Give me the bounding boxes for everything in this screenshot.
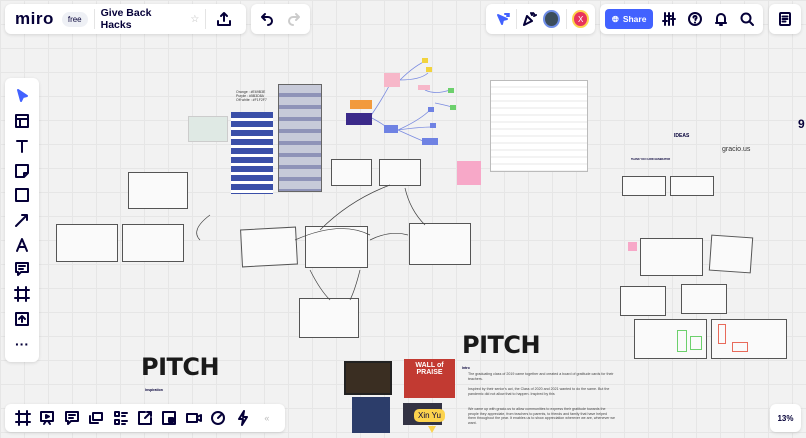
pitch-heading-left: PITCH	[141, 353, 220, 381]
sketch-flow-3[interactable]	[409, 223, 471, 265]
zoom-level[interactable]: 13%	[770, 404, 801, 432]
card-generator-title: THANK YOU CARD GENERATOR	[631, 158, 671, 161]
comments-list-icon[interactable]	[60, 406, 84, 430]
notes-panel-icon[interactable]	[773, 7, 797, 31]
sticky-note-pink-2[interactable]	[628, 242, 637, 251]
photo-board-1[interactable]	[344, 361, 392, 395]
timer-icon[interactable]	[206, 406, 230, 430]
upload-icon[interactable]	[10, 307, 34, 331]
research-table[interactable]	[490, 80, 588, 172]
photo-wall-of-praise[interactable]: WALL of PRAISE	[404, 359, 455, 398]
image-insert-icon[interactable]	[157, 406, 181, 430]
connector-line-icon[interactable]	[10, 208, 34, 232]
star-icon[interactable]: ☆	[190, 13, 200, 25]
brand-name: gracio.us	[722, 146, 751, 153]
inspiration-label: Inspiration	[145, 388, 163, 392]
sketch-red-shapes[interactable]	[711, 319, 787, 359]
search-icon[interactable]	[736, 7, 758, 31]
sketch-right-6[interactable]	[681, 284, 727, 314]
sketch-arrows	[196, 184, 426, 301]
intro-label: Intro	[462, 366, 470, 370]
video-call-icon[interactable]	[182, 406, 206, 430]
embed-icon[interactable]	[133, 406, 157, 430]
left-toolbar: ···	[5, 78, 39, 362]
sketch-flow-4[interactable]	[299, 298, 359, 338]
sketch-right-3[interactable]	[640, 238, 703, 276]
board-menu	[769, 4, 801, 34]
presentation-icon[interactable]	[35, 406, 59, 430]
sketch-right-2[interactable]	[670, 176, 714, 196]
zoom-level-text: 13%	[777, 413, 794, 423]
sketch-green-shapes[interactable]	[634, 319, 707, 359]
sketch-right-4[interactable]	[708, 234, 754, 274]
reactions-icon[interactable]	[518, 7, 540, 31]
globe-icon: 🌐︎	[612, 13, 619, 24]
palette-notes: Orange : #E69B3E Purple : #5B3D8A Off wh…	[236, 90, 267, 102]
collaborator-avatar[interactable]	[542, 10, 560, 28]
share-button[interactable]: 🌐︎Share	[605, 9, 654, 29]
intro-paragraph-1: The graduating class of 2019 came togeth…	[468, 372, 614, 381]
miro-logo[interactable]: miro	[15, 9, 54, 28]
share-label: Share	[622, 14, 647, 24]
pitch-heading-right: PITCH	[462, 331, 541, 359]
redo-icon[interactable]	[283, 7, 307, 31]
mockup-screens-blue[interactable]	[231, 112, 273, 194]
notifications-bell-icon[interactable]	[710, 7, 732, 31]
frames-icon[interactable]	[11, 406, 35, 430]
photo-board-2[interactable]	[352, 397, 390, 433]
mockup-screens-green[interactable]	[188, 116, 228, 142]
mindmap[interactable]	[340, 55, 470, 155]
bottom-toolbar: «	[5, 404, 285, 432]
text-tool-icon[interactable]	[10, 134, 34, 158]
select-cursor-icon[interactable]	[10, 84, 34, 108]
sketch-flow-2[interactable]	[305, 226, 368, 268]
palette-purple: Purple : #5B3D8A	[236, 94, 265, 98]
ideas-title: IDEAS	[674, 133, 690, 139]
sketch-right-5[interactable]	[620, 286, 666, 316]
more-tools-icon[interactable]: ···	[15, 335, 29, 352]
collaborator-cursor-label: Xin Yu	[414, 409, 445, 422]
collapse-toolbar-icon[interactable]: «	[264, 413, 270, 423]
intro-paragraph-3: We came up with gracio.us to allow commu…	[468, 407, 616, 425]
pen-tool-icon[interactable]	[10, 233, 34, 257]
cut-off-heading: 9	[798, 117, 805, 131]
wall-of-praise-text: WALL of PRAISE	[415, 362, 444, 376]
sticky-note-icon[interactable]	[10, 159, 34, 183]
collaboration-controls: X	[486, 4, 595, 34]
palette-orange: Orange : #E69B3E	[236, 90, 266, 94]
cursor-follow-icon[interactable]	[492, 7, 514, 31]
templates-icon[interactable]	[10, 109, 34, 133]
sketch-page-2[interactable]	[122, 224, 184, 262]
help-icon[interactable]	[684, 7, 706, 31]
sketch-card-1[interactable]	[331, 159, 372, 186]
board-title[interactable]: Give Back Hacks	[100, 7, 152, 31]
card-list-icon[interactable]	[109, 406, 133, 430]
export-icon[interactable]	[212, 7, 236, 31]
intro-paragraph-2: Inspired by their senior's act, the Clas…	[468, 387, 610, 396]
comment-icon[interactable]	[10, 257, 34, 281]
shape-tool-icon[interactable]	[10, 183, 34, 207]
sketch-card-2[interactable]	[379, 159, 421, 186]
plan-badge[interactable]: free	[61, 11, 88, 27]
history-controls	[251, 4, 310, 34]
apps-lightning-icon[interactable]	[231, 406, 255, 430]
sketch-login[interactable]	[128, 172, 188, 209]
settings-sliders-icon[interactable]	[657, 7, 679, 31]
sticky-note-pink[interactable]	[457, 161, 481, 185]
sketch-right-1[interactable]	[622, 176, 666, 196]
mockup-screens-grid[interactable]	[278, 84, 322, 192]
undo-icon[interactable]	[254, 7, 278, 31]
sketch-page-1[interactable]	[56, 224, 118, 262]
board-actions: 🌐︎Share	[600, 4, 763, 34]
palette-offwhite: Off white : #F1F2F7	[236, 98, 267, 102]
board-header: miro free Give Back Hacks ☆	[5, 4, 246, 34]
user-avatar[interactable]: X	[572, 10, 589, 28]
collaborator-cursor-icon	[428, 426, 436, 433]
frame-tool-icon[interactable]	[10, 282, 34, 306]
screen-share-icon[interactable]	[84, 406, 108, 430]
